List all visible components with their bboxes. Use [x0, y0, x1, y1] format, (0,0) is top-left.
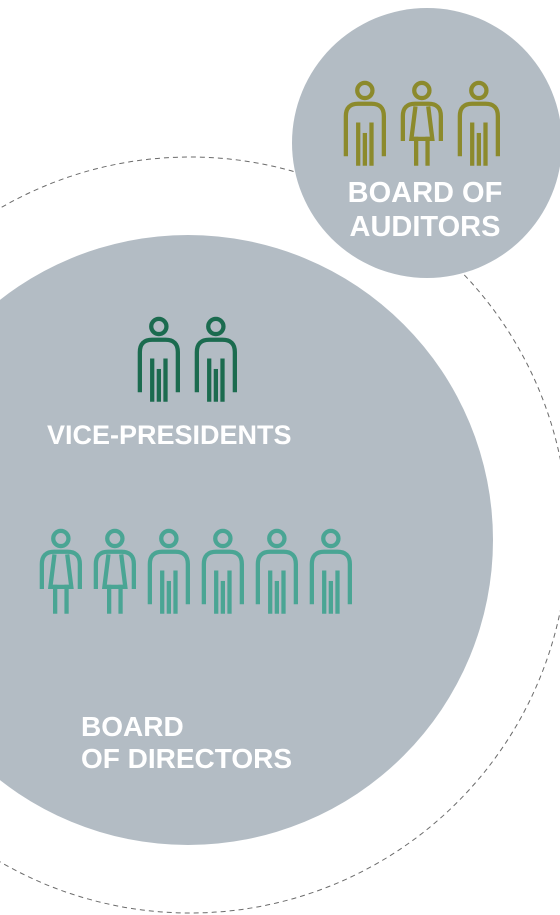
man-icon	[343, 80, 386, 166]
board-of-directors-circle	[0, 235, 493, 845]
man-icon	[255, 528, 298, 614]
board-of-directors-icons	[39, 528, 352, 614]
vice-presidents-icons	[137, 316, 237, 402]
board-of-auditors-icons	[343, 80, 500, 166]
man-icon	[457, 80, 500, 166]
woman-icon	[93, 528, 136, 614]
woman-icon	[400, 80, 443, 166]
board-of-directors-label-line2: OF DIRECTORS	[81, 743, 292, 774]
vice-presidents-label: VICE-PRESIDENTS	[47, 420, 292, 450]
board-of-directors-label-line1: BOARD	[81, 711, 184, 742]
board-of-auditors-label-line2: AUDITORS	[350, 211, 501, 243]
board-of-auditors-label-line1: BOARD OF	[348, 177, 503, 209]
man-icon	[201, 528, 244, 614]
man-icon	[147, 528, 190, 614]
man-icon	[309, 528, 352, 614]
woman-icon	[39, 528, 82, 614]
man-icon	[194, 316, 237, 402]
man-icon	[137, 316, 180, 402]
